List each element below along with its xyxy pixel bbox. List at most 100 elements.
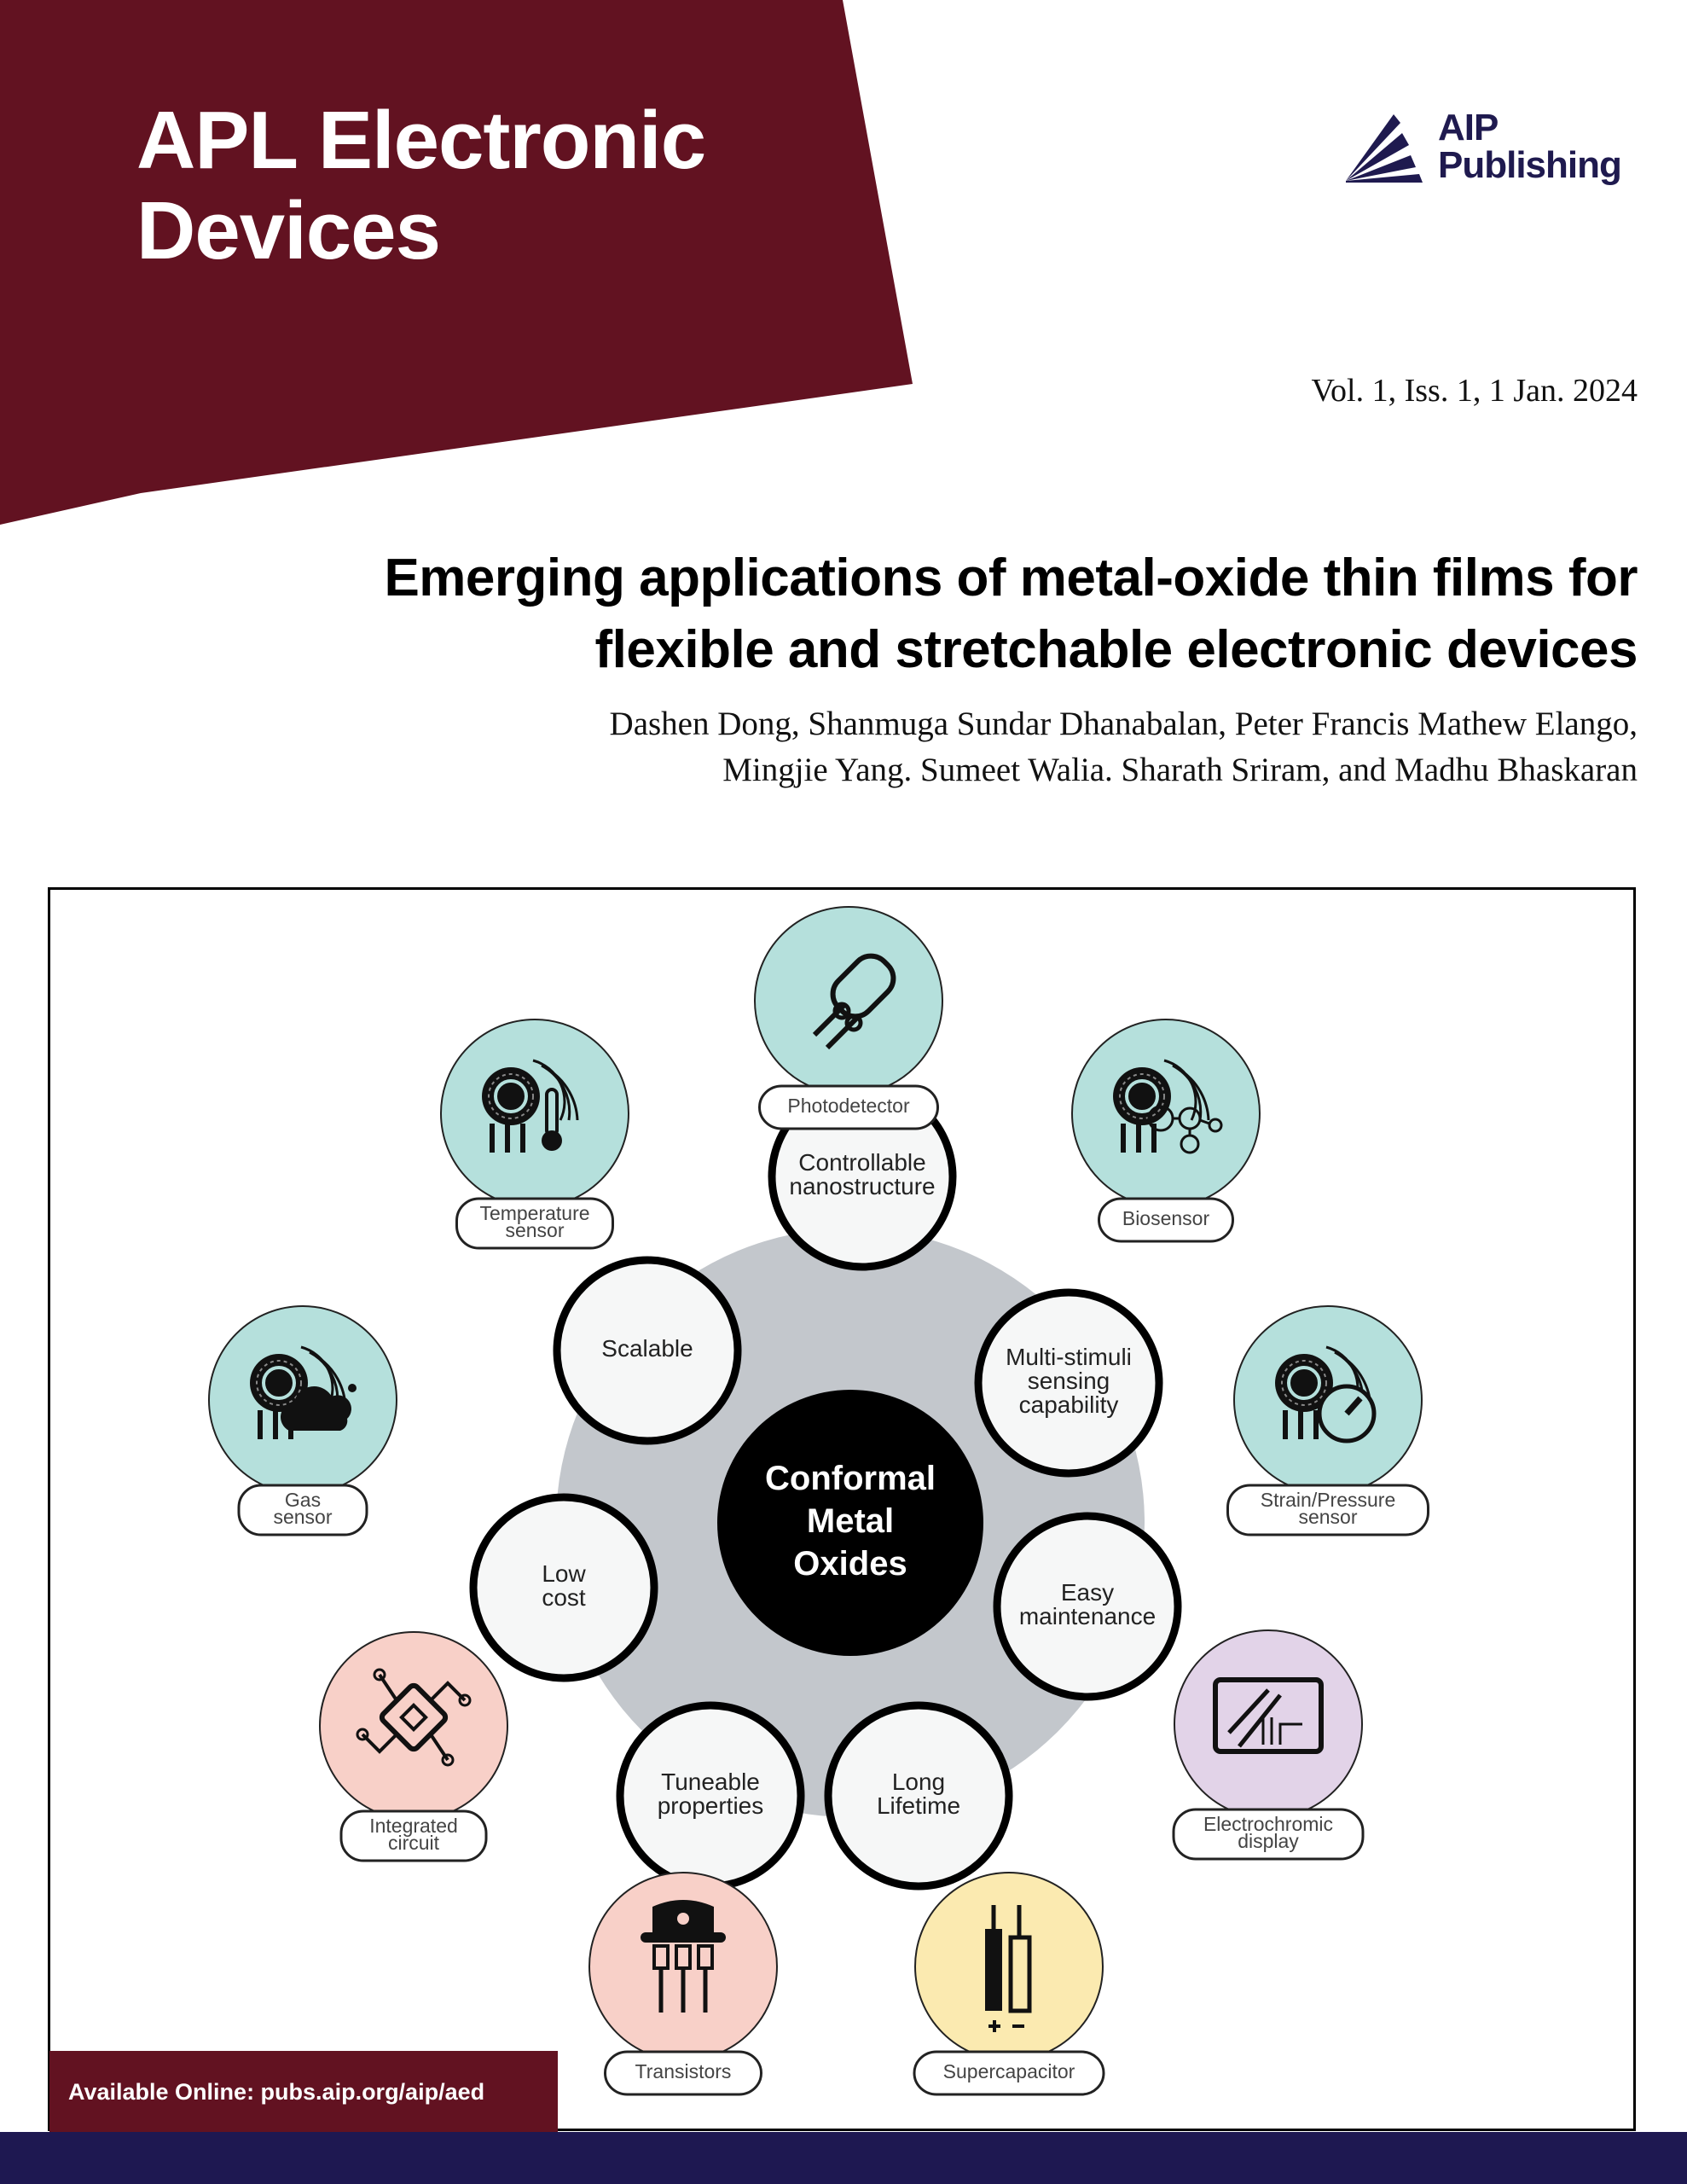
property-label-line: Low: [542, 1560, 586, 1587]
gas-cloud-icon: [250, 1345, 357, 1439]
property-label-line: Lifetime: [877, 1792, 960, 1819]
application-label-line: Temperature: [479, 1202, 589, 1224]
application-label-line: Biosensor: [1122, 1207, 1210, 1229]
thermometer-icon: [482, 1059, 579, 1153]
application-node: Photodetector: [754, 906, 943, 1130]
issue-info: Vol. 1, Iss. 1, 1 Jan. 2024: [1311, 373, 1638, 409]
application-label-pill: [1098, 1197, 1234, 1243]
application-label-pill: [1226, 1484, 1429, 1536]
application-node: Transistors: [588, 1872, 778, 2096]
property-bubble: Scalable: [553, 1256, 742, 1445]
application-label-line: circuit: [388, 1832, 440, 1854]
center-label-line: Oxides: [793, 1545, 907, 1583]
availability-banner[interactable]: Available Online: pubs.aip.org/aip/aed: [49, 2051, 558, 2133]
fan-triangle-icon: [1346, 114, 1423, 183]
authors-line: Mingjie Yang. Sumeet Walia. Sharath Srir…: [722, 752, 1638, 788]
capacitor-icon: [985, 1905, 1032, 2032]
photodetector-icon: [812, 953, 896, 1050]
application-label-line: Transistors: [635, 2060, 732, 2082]
pressure-gauge-icon: [1275, 1345, 1377, 1443]
application-label-pill: [237, 1484, 368, 1536]
application-label-line: sensor: [273, 1506, 332, 1528]
journal-title: APL Electronic Devices: [136, 95, 706, 276]
application-label-line: Integrated: [369, 1815, 458, 1837]
journal-title-line: APL Electronic: [136, 95, 706, 186]
property-circle: [993, 1512, 1182, 1701]
application-label: Transistors: [635, 2060, 732, 2082]
application-label-line: sensor: [1298, 1506, 1357, 1528]
journal-banner: [0, 0, 913, 525]
application-circle: [440, 1019, 629, 1208]
property-label-line: sensing: [1028, 1368, 1110, 1394]
application-label-pill: [913, 2050, 1105, 2096]
logo-line: Publishing: [1438, 144, 1622, 186]
application-label-pill: [339, 1809, 488, 1862]
center-label-line: Conformal: [765, 1460, 936, 1497]
application-circle: [754, 906, 943, 1095]
article-title: Emerging applications of metal-oxide thi…: [188, 543, 1638, 686]
property-circle: [974, 1288, 1163, 1478]
property-label-line: Scalable: [601, 1335, 693, 1362]
author-list: Dashen Dong, Shanmuga Sundar Dhanabalan,…: [188, 701, 1638, 793]
property-label-line: cost: [542, 1584, 586, 1611]
aip-publishing-logo[interactable]: AIP Publishing: [1344, 109, 1643, 195]
application-label-pill: [758, 1084, 939, 1130]
property-label-line: Controllable: [798, 1149, 925, 1176]
application-label-line: Electrochromic: [1203, 1813, 1333, 1835]
chip-icon: [356, 1668, 472, 1767]
display-icon: [1213, 1677, 1324, 1754]
application-label-line: Gas: [285, 1489, 321, 1511]
footer-bar: [0, 2132, 1687, 2184]
property-label-line: Multi-stimuli: [1006, 1344, 1132, 1370]
application-label-line: display: [1238, 1830, 1299, 1852]
property-label-line: Easy: [1061, 1579, 1114, 1606]
application-label: Photodetector: [787, 1095, 910, 1117]
property-label-line: nanostructure: [789, 1173, 935, 1199]
property-label-line: maintenance: [1019, 1603, 1156, 1629]
center-label-line: Metal: [807, 1502, 894, 1540]
center-circle: [717, 1390, 983, 1656]
application-label-line: sensor: [505, 1219, 564, 1241]
application-label-pill: [455, 1197, 614, 1250]
application-label-pill: [1172, 1808, 1365, 1861]
property-label-line: capability: [1019, 1391, 1119, 1418]
application-label-line: Supercapacitor: [943, 2060, 1075, 2082]
property-circle: [824, 1701, 1013, 1891]
biosensor-icon: [1113, 1059, 1223, 1154]
application-label: Supercapacitor: [943, 2060, 1075, 2082]
property-label: Scalable: [601, 1335, 693, 1362]
property-label-line: Long: [892, 1769, 945, 1795]
application-label-line: Photodetector: [787, 1095, 910, 1117]
article-title-line: Emerging applications of metal-oxide thi…: [384, 549, 1638, 607]
application-node: Supercapacitor: [913, 1872, 1105, 2096]
logo-line: AIP: [1438, 107, 1499, 148]
application-label: Biosensor: [1122, 1207, 1210, 1229]
property-circle: [469, 1493, 658, 1682]
logo-text: AIP Publishing: [1438, 107, 1622, 186]
authors-line: Dashen Dong, Shanmuga Sundar Dhanabalan,…: [609, 706, 1638, 742]
property-label-line: Tuneable: [661, 1769, 760, 1795]
application-circle: [1174, 1629, 1363, 1819]
